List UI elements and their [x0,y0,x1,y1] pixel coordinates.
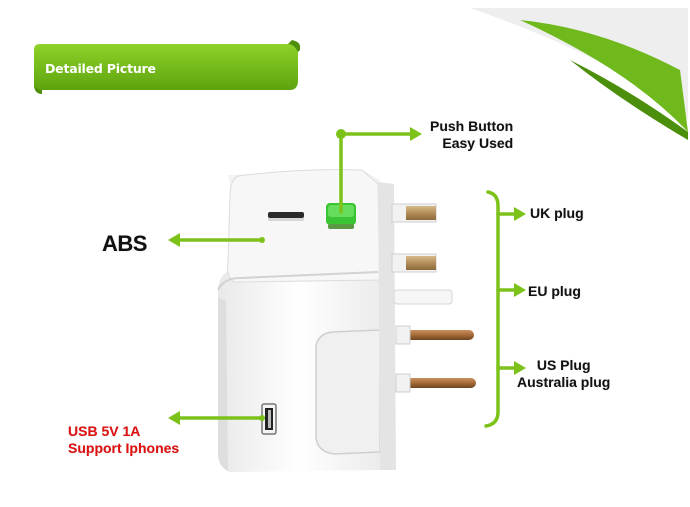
uk-plug-label: UK plug [530,205,584,221]
us-plug-label-line1: US Plug [536,357,591,373]
banner-title: Detailed Picture [45,61,156,76]
corner-leaf-decoration [470,8,688,140]
push-button-label-line1: Push Button [430,118,514,134]
abs-label: ABS [102,231,147,256]
push-button-label-line2: Easy Used [442,135,514,151]
usb-label-line1: USB 5V 1A [68,423,141,439]
eu-plug-label: EU plug [528,283,581,299]
usb-label: USB 5V 1A Support Iphones [68,423,179,457]
usb-label-line2: Support Iphones [68,440,180,456]
us-plug-label: US Plug Australia plug [517,357,610,391]
push-button-label: Push Button Easy Used [430,118,513,152]
australia-plug-label: Australia plug [517,374,611,390]
banner-ribbon [34,40,300,94]
